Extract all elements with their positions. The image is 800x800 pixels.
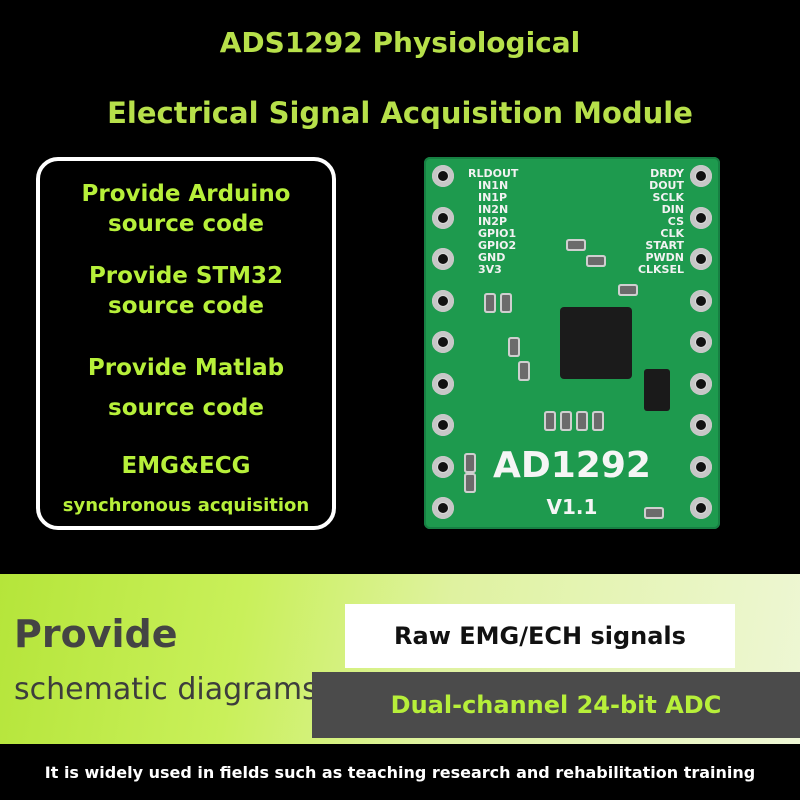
adc-banner: Dual-channel 24-bit ADC [312,672,800,738]
left-pin-label: GND [478,251,506,264]
footer-text: It is widely used in fields such as teac… [44,762,756,782]
feature-arduino-line2: source code [108,211,264,237]
left-pin-label: IN1P [478,191,508,204]
right-pin-label: DRDY [650,167,684,180]
smd-component [546,413,554,429]
left-pin-label: 3V3 [478,263,502,276]
pin-hole [690,206,712,229]
right-pin-label: DIN [661,203,684,216]
pin-hole [432,414,454,436]
footer-bar: It is widely used in fields such as teac… [0,744,800,800]
raw-signals-text: Raw EMG/ECH signals [394,622,686,650]
pin-hole [690,331,712,353]
board-version-label: V1.1 [546,495,598,519]
feature-stm32-line2: source code [108,293,264,319]
regulator-chip [644,369,670,411]
pin-hole [690,497,712,519]
left-pin-label: GPIO1 [478,227,517,240]
pin-hole [432,289,454,312]
pin-hole [432,331,454,353]
left-pin-label: IN2P [478,215,508,228]
right-pin-label: DOUT [649,179,684,192]
pin-hole [690,372,712,395]
pin-hole [690,165,712,187]
feature-emg-ecg-line2: synchronous acquisition [62,495,310,516]
adc-text: Dual-channel 24-bit ADC [390,691,722,719]
provide-heading: Provide [14,612,178,656]
smd-component [588,257,604,265]
smd-component [568,241,584,249]
right-pin-label: CLK [660,227,684,240]
pin-hole [432,248,454,270]
smd-component [520,363,528,379]
pin-hole [690,455,712,478]
raw-signals-banner: Raw EMG/ECH signals [345,604,735,668]
pin-hole [690,289,712,312]
smd-component [594,413,602,429]
pin-hole [432,497,454,519]
pin-hole [432,372,454,395]
feature-list-box: Provide Arduino source code Provide STM3… [36,157,336,530]
page-title-line2: Electrical Signal Acquisition Module [107,96,693,130]
pin-hole [432,455,454,478]
pin-hole [432,206,454,229]
smd-component [466,455,474,471]
smd-component [578,413,586,429]
board-model-label: AD1292 [493,445,651,486]
feature-matlab-line2: source code [108,395,264,421]
pin-hole [690,248,712,270]
right-pin-label: CLKSEL [637,263,684,276]
smd-component [466,475,474,491]
right-pin-label: CS [667,215,684,228]
pin-hole [690,414,712,436]
smd-component [620,286,636,294]
right-pin-label: SCLK [652,191,684,204]
smd-component [510,339,518,355]
adc-chip [560,307,632,379]
left-pin-label: IN2N [478,203,509,216]
smd-component [486,295,494,311]
left-pin-label: GPIO2 [478,239,517,252]
page-title-line1: ADS1292 Physiological [219,26,581,59]
feature-arduino-line1: Provide Arduino [81,181,291,207]
left-pin-label: IN1N [478,179,509,192]
feature-matlab-line1: Provide Matlab [87,355,285,381]
right-pin-label: PWDN [645,251,684,264]
provide-schematic-text: schematic diagrams [14,672,318,707]
smd-component [562,413,570,429]
right-pin-label: START [645,239,684,252]
pin-hole [432,165,454,187]
left-pin-label: RLDOUT [468,167,519,180]
feature-emg-ecg-line1: EMG&ECG [121,453,251,479]
smd-component [502,295,510,311]
feature-stm32-line1: Provide STM32 [88,263,284,289]
